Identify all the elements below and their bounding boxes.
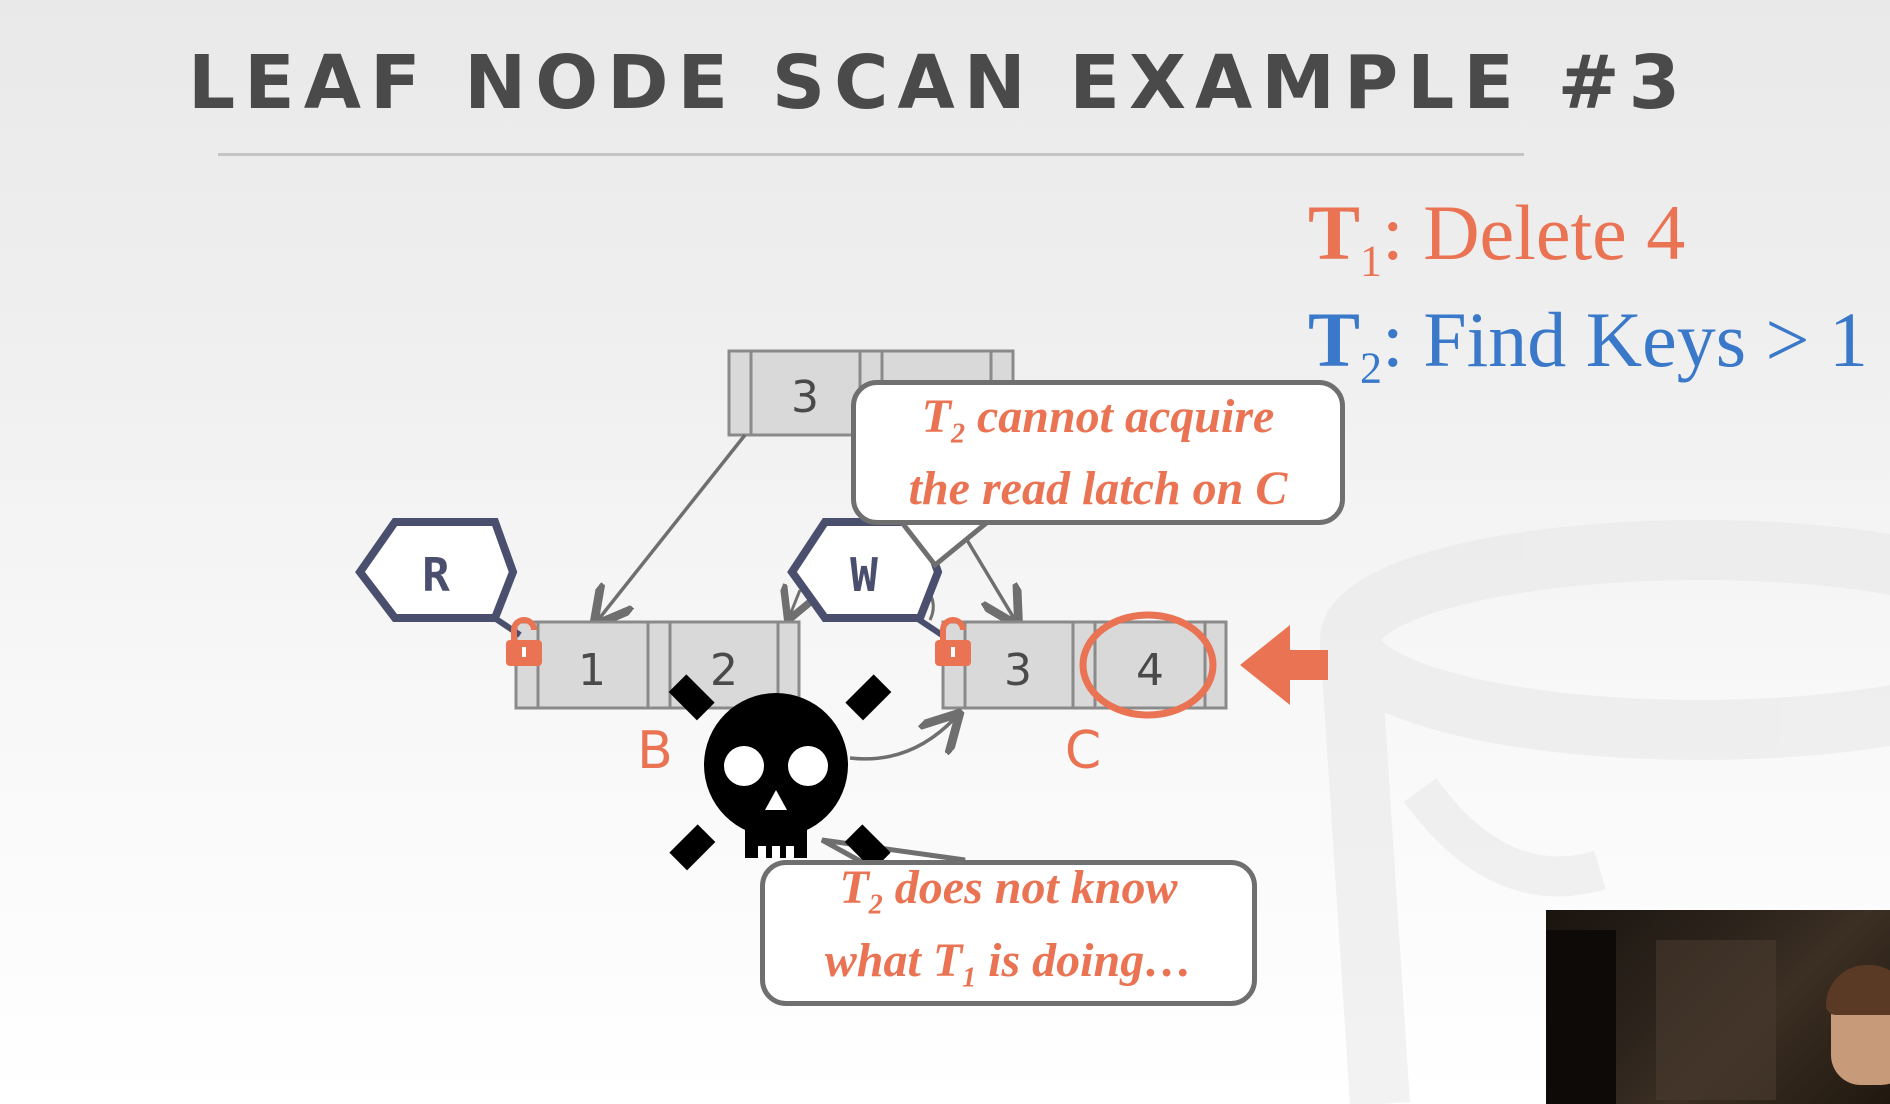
- edge-sibling-head: [790, 590, 800, 615]
- callout-bottom-line2: what T1 is doing…: [824, 934, 1193, 994]
- legend-t2: T2: Find Keys > 1: [1308, 295, 1868, 394]
- leaf-c-label: C: [1065, 721, 1101, 781]
- callout-bottom-line1: does not know: [882, 861, 1178, 915]
- presenter-video-thumbnail: [1546, 910, 1890, 1104]
- write-latch: W: [787, 518, 944, 638]
- title-divider: [218, 153, 1524, 156]
- callout-cannot-acquire: T2 cannot acquire the read latch on C: [851, 380, 1345, 525]
- delete-target-highlight: [1079, 611, 1217, 719]
- edge-root-to-b: [598, 433, 747, 620]
- edge-skull-to-c: [849, 718, 955, 761]
- callout-bottom-t: T2: [839, 861, 883, 921]
- lock-icon: [935, 617, 971, 666]
- callout-top-t: T2: [921, 389, 965, 450]
- leaf-c-key-2: 4: [1136, 645, 1164, 696]
- read-latch-label: R: [422, 548, 450, 602]
- skull-icon: [668, 674, 892, 871]
- pointer-arrow-icon: [1240, 625, 1328, 705]
- callout-does-not-know: T2 does not know what T1 is doing…: [760, 860, 1257, 1006]
- legend-t2-name: T: [1308, 296, 1361, 383]
- write-latch-label: W: [850, 548, 878, 602]
- callout-top-line1: cannot acquire: [964, 389, 1275, 443]
- legend-t1-action: : Delete 4: [1382, 189, 1686, 276]
- leaf-b-label: B: [637, 721, 673, 781]
- slide-title: LEAF NODE SCAN EXAMPLE #3: [188, 40, 1690, 126]
- callout-top-line2: the read latch on C: [908, 462, 1288, 516]
- read-latch: R: [355, 518, 522, 638]
- leaf-c-key-1: 3: [1004, 645, 1032, 696]
- legend-t1-name: T: [1308, 189, 1361, 276]
- legend-t2-action: : Find Keys > 1: [1382, 296, 1869, 383]
- legend-t2-sub: 2: [1360, 343, 1383, 393]
- legend-t1-sub: 1: [1360, 236, 1383, 286]
- lock-icon: [506, 617, 542, 666]
- legend-t1: T1: Delete 4: [1308, 188, 1685, 287]
- leaf-b-key-2: 2: [710, 645, 738, 696]
- leaf-node-b: 1 2: [514, 620, 801, 710]
- leaf-b-key-1: 1: [578, 645, 606, 696]
- root-key-1: 3: [791, 372, 819, 423]
- database-watermark-icon: [1320, 520, 1890, 1104]
